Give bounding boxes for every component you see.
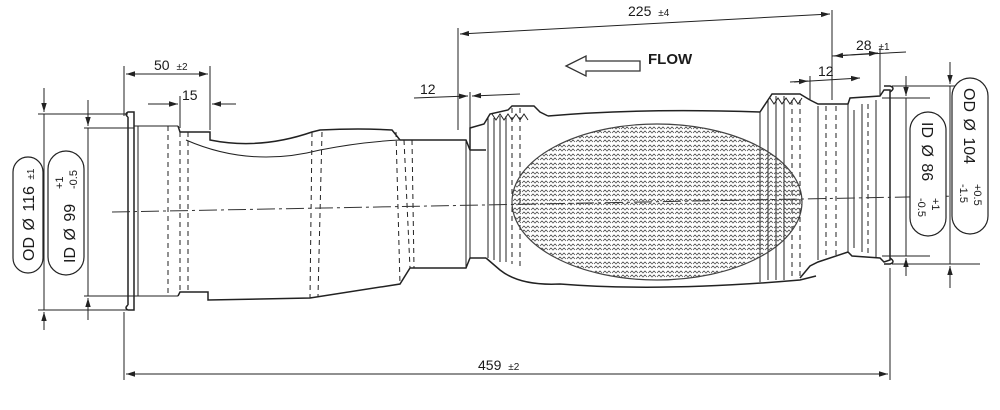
left-od-prefix: OD [21, 237, 38, 261]
right-end-tol: ±1 [878, 42, 889, 53]
overall-length-tol: ±2 [508, 362, 519, 373]
left-id-tol-lower: -0.5 [68, 170, 80, 189]
right-od-value: 104 [960, 137, 977, 164]
left-end-value: 50 [154, 57, 170, 73]
left-od-label: OD Ø 116 ±1 [12, 156, 44, 274]
left-od-symbol: Ø [21, 218, 38, 230]
right-od-tol-lower: -1.5 [957, 184, 969, 203]
flow-arrow-icon [564, 54, 641, 78]
left-id-tol-upper: +1 [54, 176, 66, 189]
left-bellow-top [469, 105, 549, 150]
right-id-prefix: ID [918, 122, 935, 138]
pipe-bottom-edge [177, 257, 486, 301]
right-flange [884, 85, 894, 265]
left-step-value: 15 [182, 87, 198, 103]
svg-text:ID Ø 86: ID Ø 86 [918, 122, 935, 181]
right-id-label: ID Ø 86 +1 -0.5 [909, 111, 947, 237]
right-od-prefix: OD [960, 88, 977, 112]
dim-right-bellow-gap: 12 [789, 63, 861, 100]
svg-text:28 ±1: 28 ±1 [856, 37, 890, 53]
barrel-bottom-edge [485, 257, 817, 288]
left-id-value: 99 [62, 204, 79, 222]
dim-mesh-section: 225 ±4 [457, 3, 833, 130]
left-flange [125, 111, 135, 311]
center-line [111, 195, 961, 213]
svg-text:OD Ø 116 ±1: OD Ø 116 ±1 [21, 168, 38, 261]
right-id-tol-lower: -0.5 [915, 198, 927, 217]
dim-left-diameters [38, 88, 134, 330]
svg-text:50 ±2: 50 ±2 [154, 57, 188, 73]
dim-left-step: 15 [148, 87, 236, 128]
right-end [799, 89, 891, 279]
dim-left-end: 50 ±2 [123, 57, 211, 130]
svg-text:459 ±2: 459 ±2 [478, 357, 520, 373]
svg-text:OD Ø 104: OD Ø 104 [960, 88, 977, 164]
right-id-tol-upper: +1 [929, 198, 941, 211]
right-od-symbol: Ø [960, 118, 977, 130]
right-bellow-gap-value: 12 [818, 63, 834, 79]
svg-text:ID Ø 99: ID Ø 99 [62, 204, 79, 263]
dim-right-end: 28 ±1 [831, 37, 907, 96]
dim-left-bellow-gap: 12 [413, 81, 521, 128]
right-od-label: OD Ø 104 +0.5 -1.5 [951, 77, 989, 235]
left-bellow-gap-value: 12 [420, 81, 436, 97]
flow-label: FLOW [648, 51, 693, 68]
svg-text:225 ±4: 225 ±4 [628, 3, 670, 19]
flow-indicator: FLOW [564, 51, 693, 78]
left-end-tol: ±2 [176, 62, 187, 73]
right-od-tol-upper: +0.5 [971, 184, 983, 206]
right-id-value: 86 [918, 163, 935, 181]
pipe-top-edge [177, 125, 486, 151]
overall-length-value: 459 [478, 357, 502, 373]
dim-overall-length: 459 ±2 [123, 268, 891, 380]
left-id-prefix: ID [62, 247, 79, 263]
pipe-assembly [125, 85, 894, 311]
left-id-label: ID Ø 99 +1 -0.5 [47, 150, 85, 276]
barrel-top-edge [547, 93, 811, 117]
left-od-tol: ±1 [26, 168, 37, 179]
mesh-section-value: 225 [628, 3, 652, 19]
left-od-value: 116 [21, 186, 38, 212]
left-id-symbol: Ø [62, 228, 79, 240]
right-end-value: 28 [856, 37, 872, 53]
right-id-symbol: Ø [918, 144, 935, 156]
mesh-section-tol: ±4 [658, 8, 669, 19]
